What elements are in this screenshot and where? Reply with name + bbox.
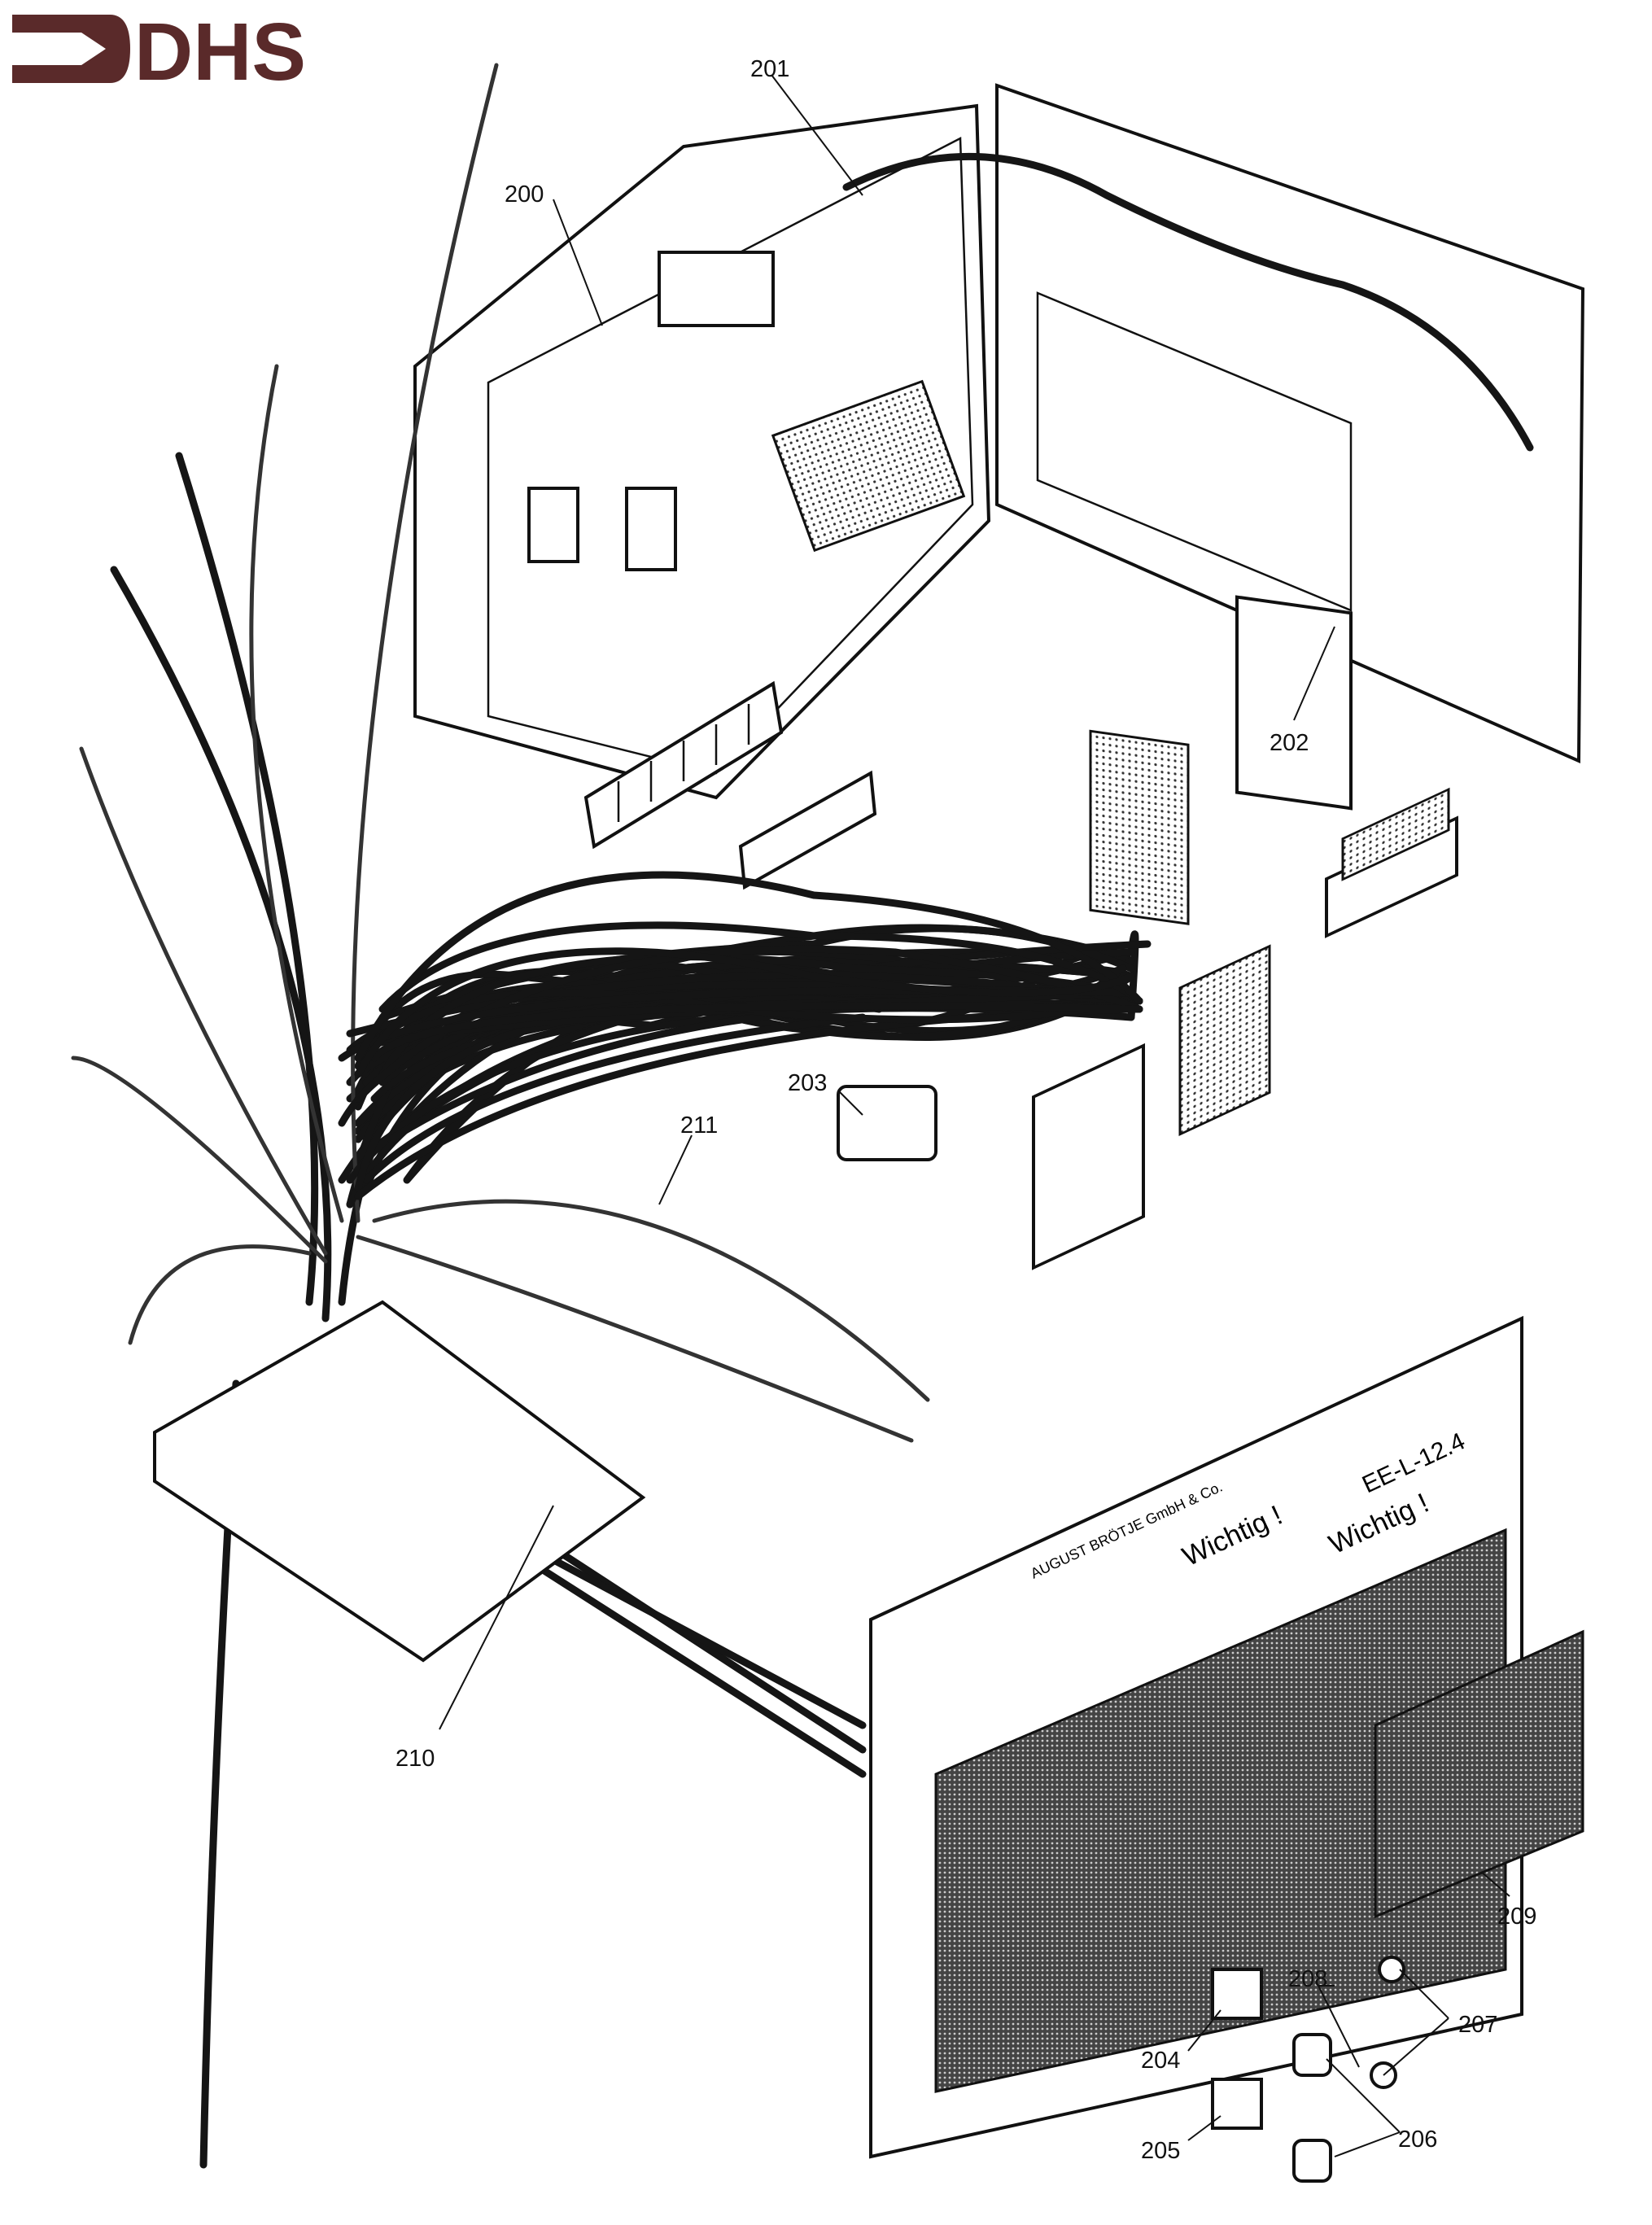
cover-plate [1374,1629,1584,1919]
callout-203: 203 [788,1070,827,1096]
cable-harness [71,63,1152,2169]
relay-203 [837,1085,937,1161]
callout-209: 209 [1497,1904,1536,1930]
control-door [842,83,1585,925]
small-parts [837,1085,1405,2183]
callout-208: 208 [1288,1966,1327,1992]
callout-210: 210 [396,1746,435,1772]
control-box [413,103,991,890]
callout-206: 206 [1398,2127,1437,2153]
notice-label-dotted [1178,944,1271,1137]
callout-200: 200 [505,181,544,208]
callout-207: 207 [1458,2012,1497,2038]
callout-211: 211 [680,1112,718,1139]
callout-205: 205 [1141,2138,1180,2164]
switch-205 [1211,2078,1263,2130]
cap-206b [1292,2139,1332,2183]
logo-text: DHS [134,7,306,98]
callout-201: 201 [750,56,789,82]
knob-207a [1378,1956,1405,1983]
front-panel: AUGUST BRÖTJE GmbH & Co. Wichtig ! Wicht… [869,787,1584,2159]
terminal-strip [583,680,784,850]
callout-204: 204 [1141,2048,1180,2074]
model-label [1341,787,1450,881]
callout-202: 202 [1270,730,1309,756]
cap-206a [1292,2033,1332,2077]
manufacturer-label [1032,1043,1145,1270]
callouts: 200 201 202 203 204 205 206 207 208 209 … [396,56,1536,2164]
dhs-logo: DHS [12,7,306,98]
switch-204 [1211,1968,1263,2020]
base-plate [153,1300,646,1663]
